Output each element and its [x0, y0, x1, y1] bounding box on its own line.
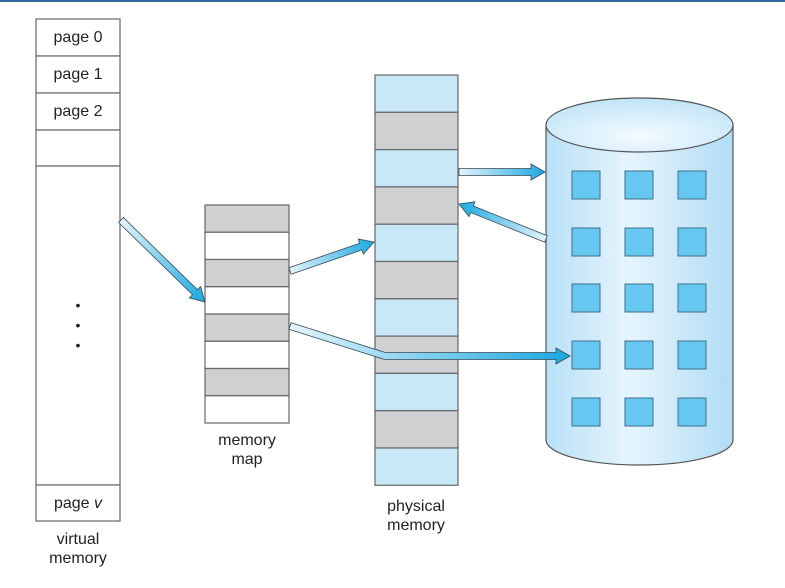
physical-frame: [374, 186, 459, 225]
physical-frame: [374, 372, 459, 412]
disk-block: [677, 227, 707, 257]
disk-top: [545, 97, 734, 153]
physical-memory-caption: physical memory: [366, 497, 466, 535]
physical-frame: [374, 149, 459, 188]
vm-page-cell: [35, 92, 121, 131]
memory-map: [204, 204, 290, 424]
disk: [545, 97, 734, 466]
memory-map-entry: [204, 313, 290, 342]
arrow-map-to-physical: [288, 238, 375, 275]
arrows: [118, 163, 571, 365]
memory-map-entry: [204, 286, 290, 315]
virtual-memory-caption: virtual memory: [28, 530, 128, 568]
disk-block: [571, 340, 601, 370]
physical-frame: [374, 223, 459, 263]
caption-line: memory: [387, 517, 445, 534]
memory-map-entry: [204, 258, 290, 288]
disk-block: [624, 170, 654, 200]
caption-line: map: [231, 451, 263, 468]
disk-block: [571, 170, 601, 200]
vm-page-cell: [35, 129, 121, 167]
disk-block: [677, 397, 707, 427]
ellipsis-dot: •: [75, 317, 81, 333]
disk-block: [677, 340, 707, 370]
disk-block: [624, 227, 654, 257]
disk-block: [571, 227, 601, 257]
vm-page-0-label: page 0: [53, 29, 103, 46]
arrow-disk-to-physical: [458, 201, 548, 243]
disk-block: [571, 397, 601, 427]
disk-blocks: [571, 170, 707, 427]
caption-line: memory: [49, 550, 107, 567]
physical-frame: [374, 111, 459, 151]
caption-line: memory: [218, 432, 276, 449]
disk-block: [624, 340, 654, 370]
vm-page-1-label: page 1: [53, 66, 103, 83]
vm-page-cell: [35, 55, 121, 94]
disk-block: [624, 397, 654, 427]
memory-map-caption: memory map: [197, 431, 297, 469]
disk-block: [677, 170, 707, 200]
caption-line: physical: [387, 498, 445, 515]
vm-page-cell: [35, 484, 121, 522]
memory-map-entry: [204, 340, 290, 370]
physical-memory: [374, 74, 459, 486]
arrow-map-to-disk: [288, 322, 571, 365]
ellipsis-dot: •: [75, 337, 81, 353]
memory-map-entry: [204, 231, 290, 261]
disk-block: [624, 283, 654, 313]
caption-line: virtual: [56, 531, 100, 548]
memory-map-entry: [204, 395, 290, 424]
vm-page-2-label: page 2: [53, 103, 103, 120]
physical-frame: [374, 74, 459, 113]
top-rule: [0, 0, 785, 2]
vm-ellipsis: • • •: [72, 295, 84, 355]
vm-page-v-var: v: [94, 495, 103, 512]
memory-map-entry: [204, 367, 290, 397]
memory-map-entry: [204, 204, 290, 233]
ellipsis-dot: •: [75, 297, 81, 313]
arrow-virtual-to-map: [118, 216, 206, 303]
physical-frame: [374, 298, 459, 337]
physical-frame: [374, 260, 459, 300]
physical-frame: [374, 410, 459, 449]
physical-frame: [374, 447, 459, 486]
virtual-memory: [35, 18, 121, 522]
arrow-physical-to-disk: [458, 163, 546, 181]
disk-block: [571, 283, 601, 313]
vm-page-v-label: page v: [36, 485, 120, 522]
disk-block: [677, 283, 707, 313]
vm-page-v-prefix: page: [53, 495, 90, 512]
